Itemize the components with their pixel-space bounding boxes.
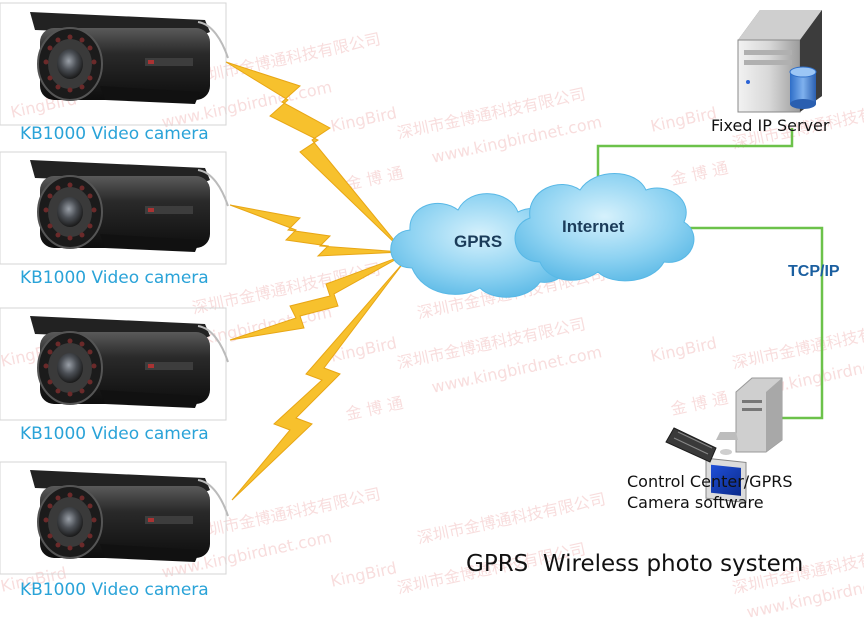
internet-cloud-label: Internet <box>562 217 625 236</box>
lightning-icon <box>231 261 405 501</box>
internet-cloud <box>514 173 695 282</box>
lightning-icon <box>229 204 403 257</box>
gprs-cloud-label: GPRS <box>454 232 503 251</box>
camera-label: KB1000 Video camera <box>20 424 209 444</box>
camera-frames <box>0 2 227 575</box>
database-icon <box>789 66 817 109</box>
camera-icon <box>30 12 229 104</box>
lightning-icon <box>225 61 403 251</box>
camera-label: KB1000 Video camera <box>20 124 209 144</box>
camera-icon <box>29 469 229 563</box>
camera-frame <box>0 461 227 575</box>
control-center-label-line2: Camera software <box>627 493 764 512</box>
camera-frame <box>0 2 227 126</box>
network-links <box>596 128 824 420</box>
camera-icon <box>29 159 229 253</box>
control-center-link <box>684 226 824 420</box>
camera-label: KB1000 Video camera <box>20 580 209 600</box>
computer-icon <box>665 377 783 503</box>
server-link <box>596 128 794 178</box>
control-center-label-line1: Control Center/GPRS <box>627 472 793 491</box>
camera-frame <box>0 151 227 265</box>
wireless-signals <box>225 61 405 501</box>
camera-icon <box>29 315 229 409</box>
diagram-title: GPRS Wireless photo system <box>466 551 804 577</box>
server-icon <box>737 10 822 113</box>
camera-frame <box>0 307 227 421</box>
protocol-label: TCP/IP <box>788 263 840 280</box>
server-label: Fixed IP Server <box>711 116 830 135</box>
camera-label: KB1000 Video camera <box>20 268 209 288</box>
